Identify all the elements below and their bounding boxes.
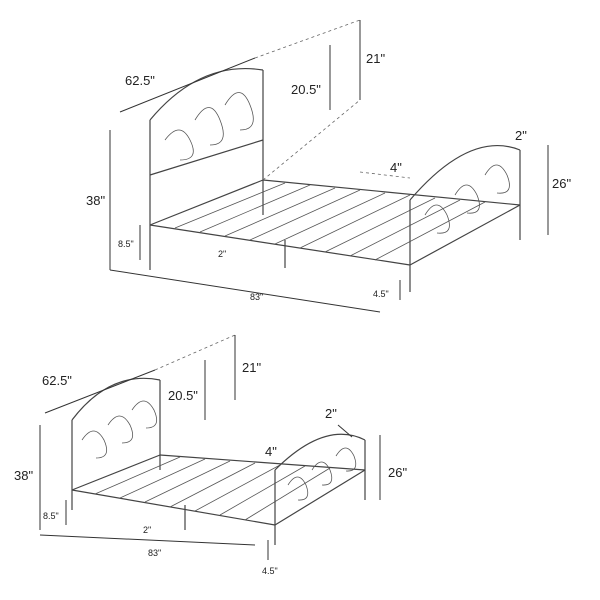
footpost-cap-label: 2" xyxy=(325,406,337,421)
footpost-cap-label: 2" xyxy=(515,128,527,143)
headboard-height-label: 20.5" xyxy=(291,82,321,97)
dimension-lines xyxy=(39,334,381,560)
rail-clearance-label: 8.5" xyxy=(43,511,59,521)
post-height-label: 21" xyxy=(242,360,261,375)
length-label: 83" xyxy=(250,292,263,302)
rail-clearance-label: 8.5" xyxy=(118,239,134,249)
slat-gap-label: 4" xyxy=(390,160,402,175)
center-leg-label: 2" xyxy=(218,249,226,259)
total-height-label: 38" xyxy=(14,468,33,483)
post-height-label: 21" xyxy=(366,51,385,66)
footboard-height-label: 26" xyxy=(552,176,571,191)
headboard-width-label: 62.5" xyxy=(42,373,72,388)
footboard-height-label: 26" xyxy=(388,465,407,480)
dimension-lines xyxy=(109,19,549,313)
bed-view-large: 62.5" 21" 20.5" 2" 4" 26" 38" 8.5" 2" 83… xyxy=(86,19,571,313)
length-label: 83" xyxy=(148,548,161,558)
center-leg-label: 2" xyxy=(143,525,151,535)
headboard-height-label: 20.5" xyxy=(168,388,198,403)
slat-gap-label: 4" xyxy=(265,444,277,459)
headboard-width-label: 62.5" xyxy=(125,73,155,88)
bed-view-small: 62.5" 21" 20.5" 2" 4" 26" 38" 8.5" 2" 83… xyxy=(14,334,407,576)
bed-frame-drawing xyxy=(71,377,366,545)
bed-frame-drawing xyxy=(149,68,521,292)
total-height-label: 38" xyxy=(86,193,105,208)
leg-height-label: 4.5" xyxy=(262,566,278,576)
leg-height-label: 4.5" xyxy=(373,289,389,299)
